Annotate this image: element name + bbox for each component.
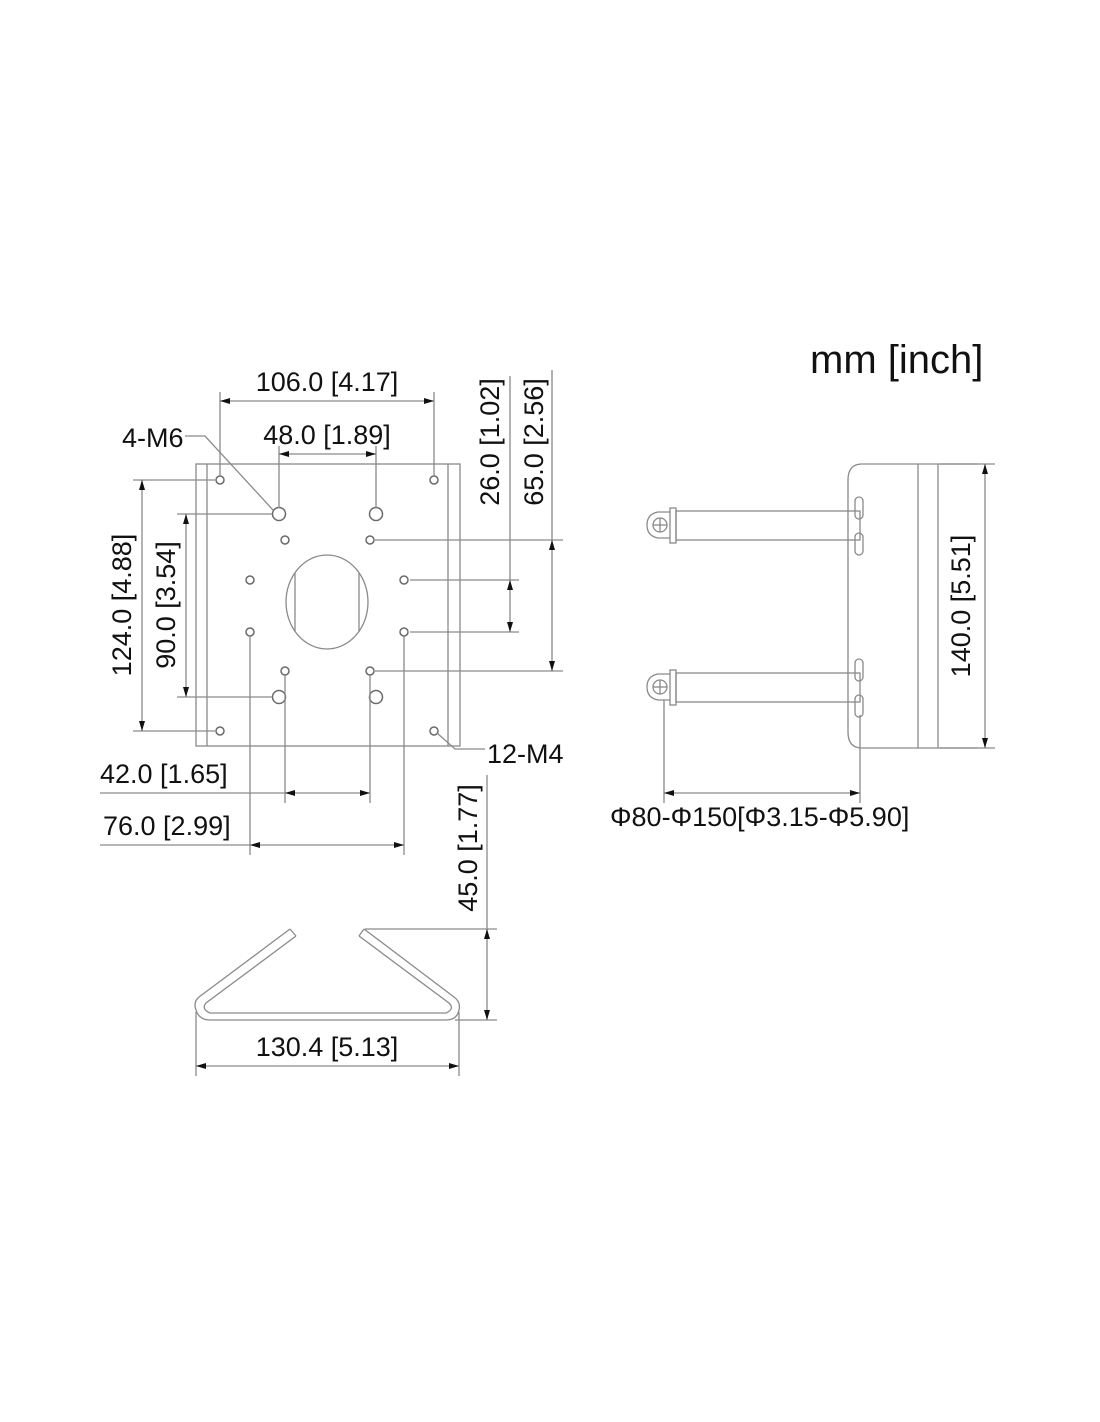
label-4-m6: 4-M6	[122, 423, 274, 511]
svg-text:45.0 [1.77]: 45.0 [1.77]	[453, 784, 483, 912]
dim-height-outer: 124.0 [4.88]	[107, 479, 215, 732]
m4-holes	[215, 475, 439, 736]
front-view-plate	[195, 463, 461, 747]
upper-arm	[646, 496, 864, 556]
svg-text:12-M4: 12-M4	[487, 739, 564, 769]
dim-spacing-small: 26.0 [1.02]	[410, 376, 519, 633]
dim-strap-height: 45.0 [1.77]	[365, 775, 497, 1021]
svg-text:140.0 [5.51]: 140.0 [5.51]	[946, 535, 976, 678]
dim-hole-spacing-a: 42.0 [1.65]	[100, 675, 371, 803]
svg-text:48.0 [1.89]: 48.0 [1.89]	[263, 420, 391, 450]
svg-text:130.4 [5.13]: 130.4 [5.13]	[256, 1032, 399, 1062]
dim-width-inner: 48.0 [1.89]	[263, 420, 391, 508]
svg-text:90.0 [3.54]: 90.0 [3.54]	[151, 541, 181, 669]
svg-text:26.0 [1.02]: 26.0 [1.02]	[475, 378, 505, 506]
svg-text:4-M6: 4-M6	[122, 423, 184, 453]
dim-side-height: 140.0 [5.51]	[940, 463, 995, 749]
svg-text:76.0 [2.99]: 76.0 [2.99]	[103, 811, 231, 841]
dim-strap-width: 130.4 [5.13]	[195, 1012, 460, 1076]
cable-hole	[285, 554, 369, 650]
svg-text:65.0 [2.56]: 65.0 [2.56]	[519, 378, 549, 506]
dim-hole-spacing-b: 76.0 [2.99]	[100, 636, 405, 855]
dim-height-inner: 90.0 [3.54]	[151, 513, 272, 698]
label-12-m4: 12-M4	[436, 732, 564, 769]
dim-spacing-large: 65.0 [2.56]	[375, 370, 563, 672]
side-view	[646, 463, 978, 749]
svg-text:42.0 [1.65]: 42.0 [1.65]	[100, 759, 228, 789]
dim-width-outer: 106.0 [4.17]	[219, 367, 435, 476]
m6-holes	[271, 506, 384, 705]
dim-pole-diameter: Φ80-Φ150[Φ3.15-Φ5.90]	[610, 700, 909, 832]
svg-text:Φ80-Φ150[Φ3.15-Φ5.90]: Φ80-Φ150[Φ3.15-Φ5.90]	[610, 802, 909, 832]
strap-view	[194, 928, 461, 1021]
svg-text:124.0 [4.88]: 124.0 [4.88]	[107, 534, 137, 677]
lower-arm	[646, 658, 864, 718]
svg-text:106.0 [4.17]: 106.0 [4.17]	[256, 367, 399, 397]
units-label: mm [inch]	[810, 338, 983, 382]
